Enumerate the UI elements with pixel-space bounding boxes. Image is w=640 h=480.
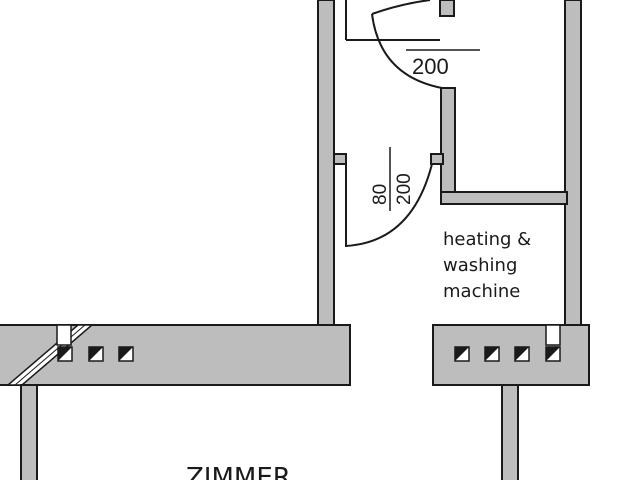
upper-door-dimension: 200 (406, 49, 480, 79)
vent-squares-left (57, 346, 134, 362)
door-jamb-right (430, 153, 444, 165)
utility-label-line-3: machine (443, 281, 520, 302)
utility-label-line-1: heating & (443, 229, 531, 250)
lower-door (345, 163, 433, 248)
right-outer-wall (564, 0, 582, 327)
lower-door-height-label: 200 (394, 173, 415, 205)
vent-squares-right (454, 346, 561, 362)
door-jamb-left (333, 153, 347, 165)
partition-wall-upper (439, 0, 455, 17)
utility-label-line-2: washing (443, 255, 517, 276)
upper-door-dimension-label: 200 (412, 54, 449, 79)
room-left-wall (20, 384, 38, 480)
upper-door (345, 0, 443, 89)
utility-room-label: heating & washing machine (443, 229, 531, 302)
chimney-notch-left (56, 324, 72, 346)
hallway-left-wall (317, 0, 335, 327)
room-name-label: ZIMMER (186, 463, 291, 480)
chimney-notch-right (545, 324, 561, 346)
room-right-wall (501, 384, 519, 480)
lower-door-dimension: 80 200 (370, 147, 415, 211)
utility-room-wall (440, 191, 568, 205)
lower-door-width-label: 80 (370, 184, 391, 205)
partition-wall-lower (440, 87, 456, 201)
